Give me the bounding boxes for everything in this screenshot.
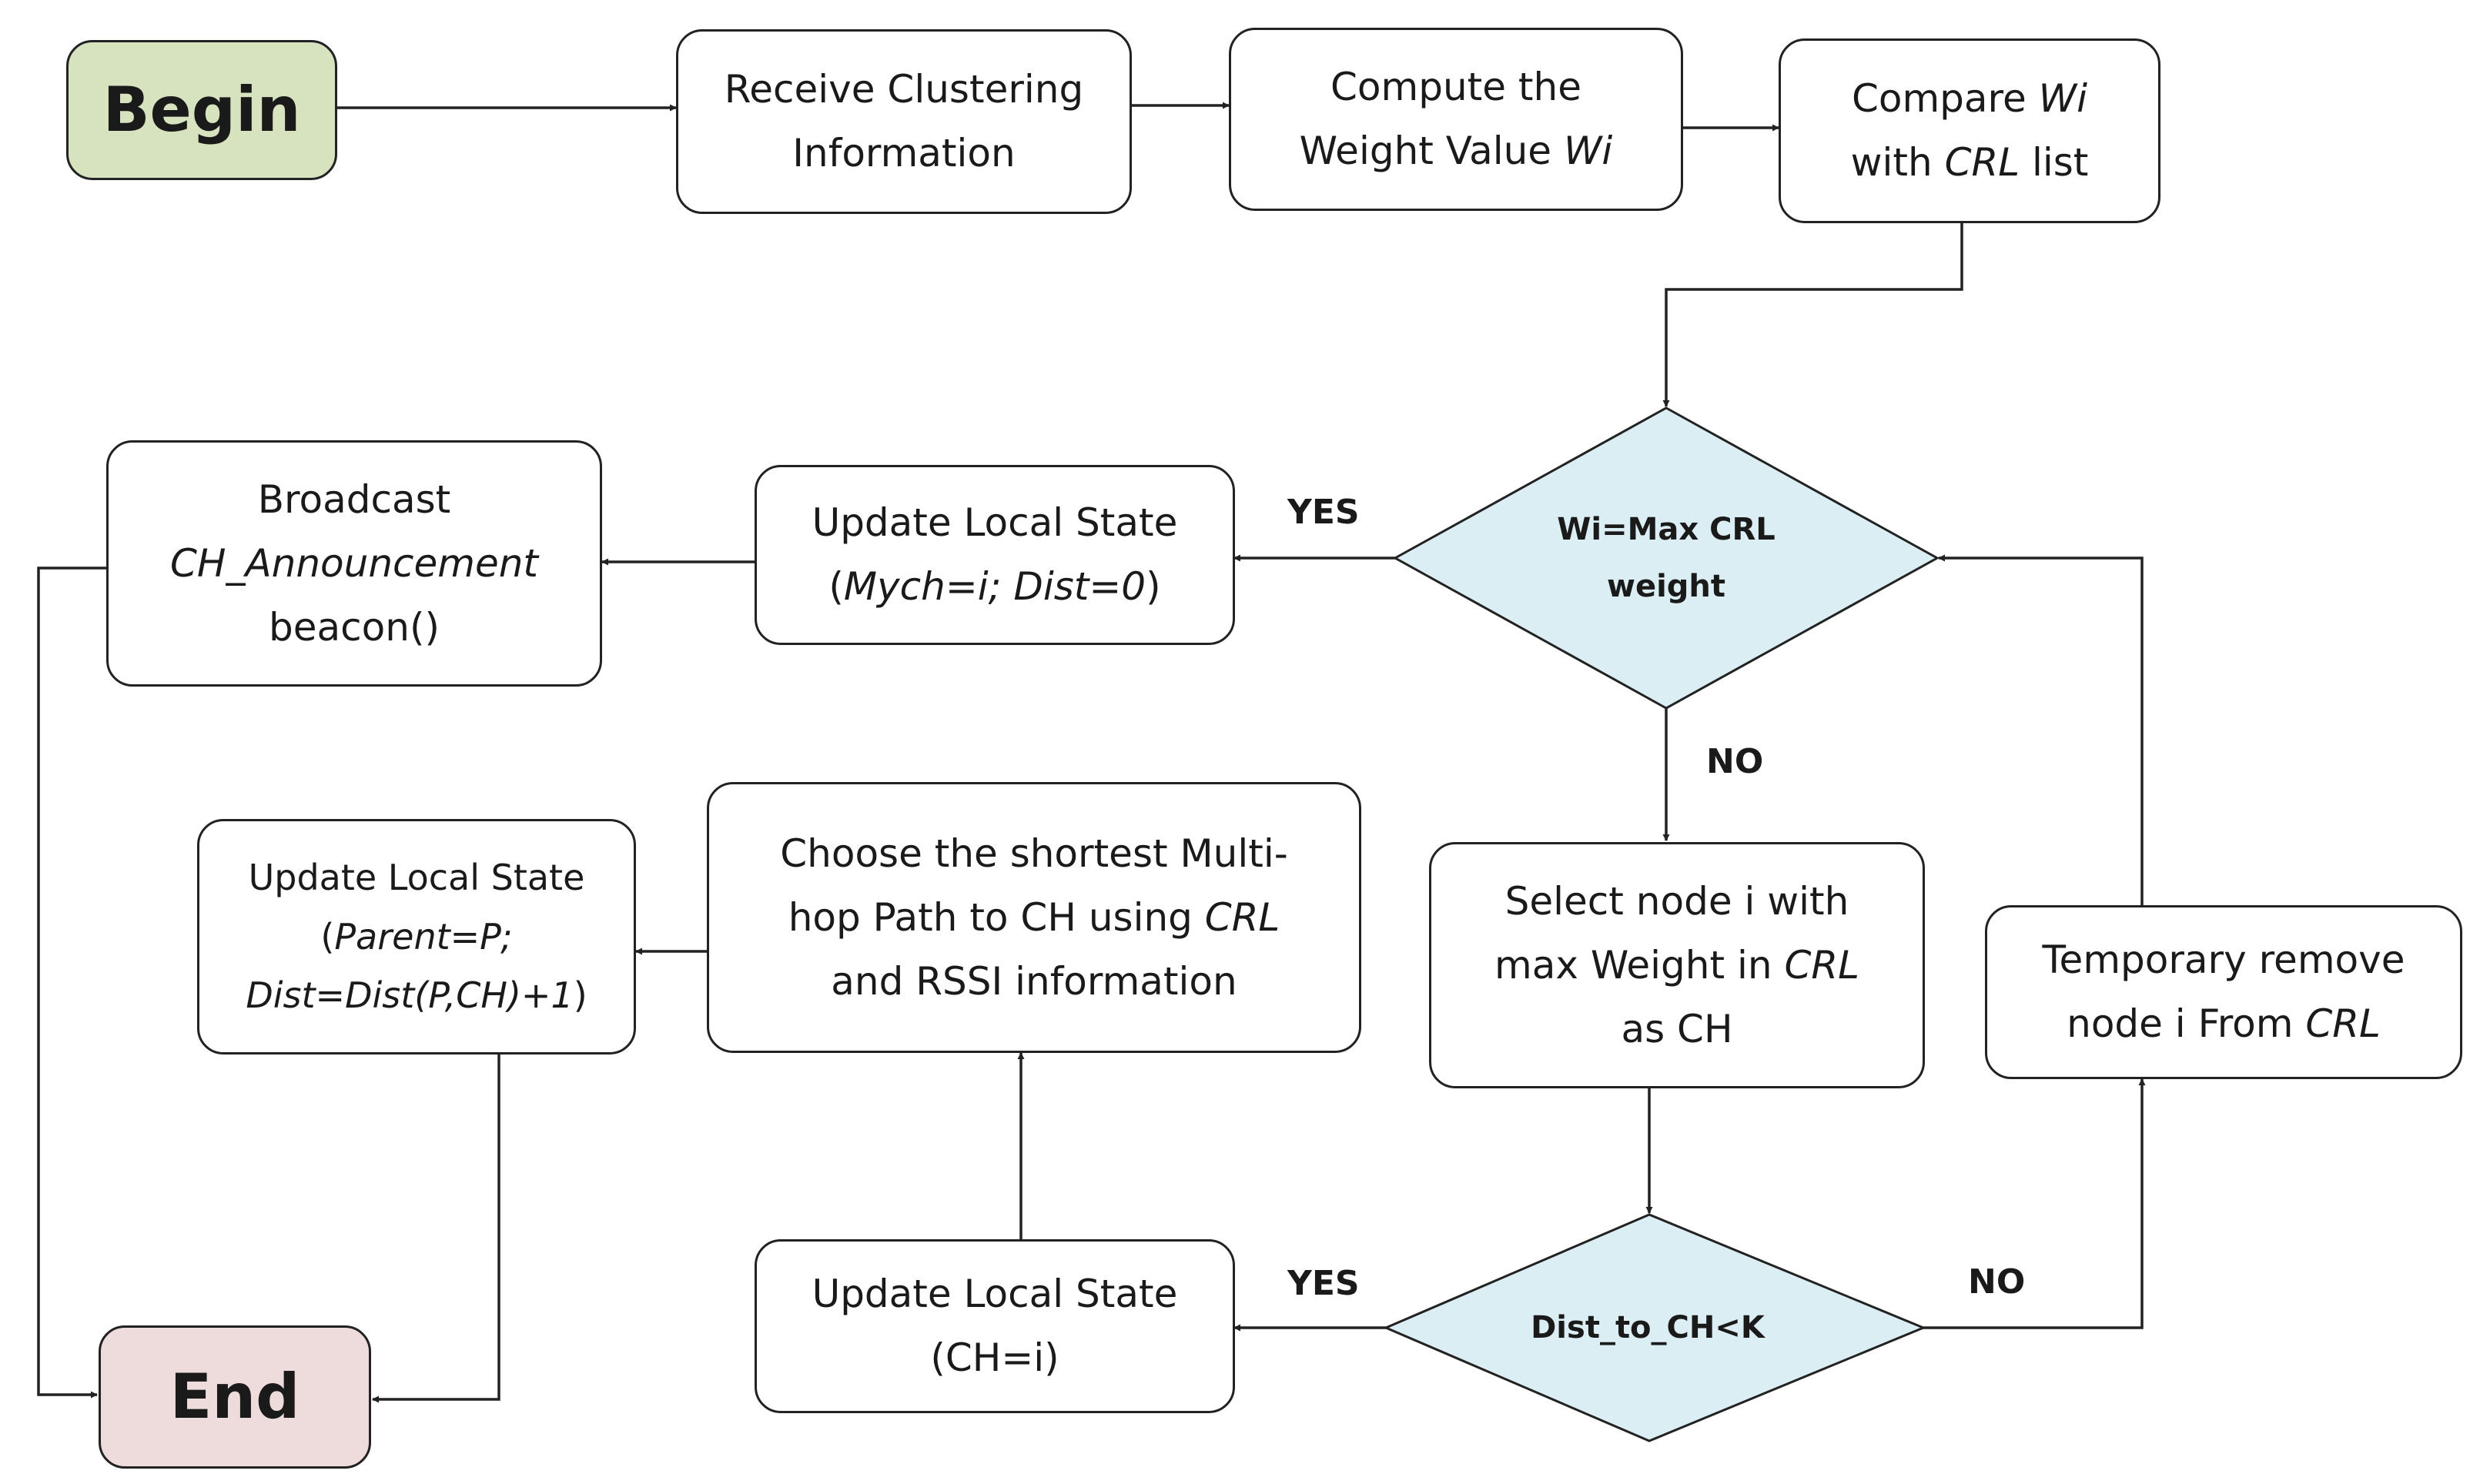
update-parent-line-1: Update Local State — [248, 857, 585, 899]
update-self-line-1: Update Local State — [812, 500, 1178, 545]
compare-line-2: with CRL list — [1851, 131, 2089, 195]
broadcast-line-1: Broadcast — [257, 476, 451, 522]
remove-line-1: Temporary remove — [2042, 938, 2405, 982]
compare-line-1-wi: Wi — [2038, 76, 2088, 121]
temporary-remove-box: Temporary remove node i From CRL — [1985, 905, 2462, 1079]
compute-weight-box: Compute the Weight Value Wi — [1229, 28, 1683, 211]
update-self-values: Mych=i; Dist=0 — [843, 564, 1146, 609]
begin-label: Begin — [102, 74, 301, 145]
compute-line-2-text: Weight Value — [1299, 129, 1564, 173]
remove-line-2-crl: CRL — [2305, 1001, 2381, 1046]
arrow-decision-dist-no-to-remove — [1923, 1078, 2146, 1329]
select-line-3: as CH — [1621, 1006, 1733, 1051]
select-line-2-text: max Weight in — [1494, 942, 1785, 988]
decision-dist-label: Dist_to_CH<K — [1448, 1293, 1848, 1362]
update-state-parent-box: Update Local State (Parent=P; Dist=Dist(… — [197, 819, 636, 1055]
compare-line-2-with: with — [1850, 140, 1945, 185]
broadcast-line-2: CH_Announcement — [169, 540, 539, 586]
decision-dist-line-1: Dist_to_CH<K — [1531, 1310, 1765, 1345]
choose-line-3: and RSSI information — [831, 958, 1237, 1004]
arrow-broadcast-to-end — [37, 567, 106, 1399]
choose-line-2: hop Path to CH using CRL — [788, 886, 1280, 950]
compare-line-2-crl: CRL — [1944, 140, 2020, 185]
choose-path-box: Choose the shortest Multi- hop Path to C… — [707, 782, 1361, 1053]
arrow-remove-to-decision-max — [1938, 554, 2144, 905]
update-parent-line-3: Dist=Dist(P,CH)+1) — [246, 966, 587, 1024]
broadcast-line-3: beacon() — [269, 604, 440, 650]
update-self-paren-close: ) — [1146, 564, 1161, 609]
receive-clustering-box: Receive Clustering Information — [676, 29, 1132, 214]
update-parent-paren-close: ) — [573, 974, 587, 1017]
arrow-compare-to-decision — [1662, 223, 1963, 407]
edge-label-no-down: NO — [1706, 742, 1764, 781]
begin-terminal: Begin — [66, 40, 337, 180]
update-state-ch-box: Update Local State (CH=i) — [755, 1239, 1235, 1413]
select-line-2-crl: CRL — [1784, 942, 1859, 988]
choose-line-2-crl: CRL — [1204, 894, 1280, 940]
update-self-paren-open: ( — [828, 564, 844, 609]
update-parent-dist: Dist=Dist(P,CH)+1 — [246, 974, 574, 1017]
compare-crl-box: Compare Wi with CRL list — [1779, 38, 2160, 223]
update-ch-line-1: Update Local State — [812, 1272, 1178, 1316]
edge-label-yes-top: YES — [1287, 493, 1360, 532]
decision-max-line-1: Wi=Max CRL — [1557, 512, 1776, 547]
select-node-box: Select node i with max Weight in CRL as … — [1429, 842, 1925, 1088]
compare-line-1: Compare Wi — [1852, 67, 2087, 131]
decision-max-line-2: weight — [1606, 569, 1726, 604]
decision-dist-shape — [1383, 1213, 1926, 1442]
compare-line-2-list: list — [2020, 140, 2089, 185]
compute-line-2: Weight Value Wi — [1300, 119, 1613, 183]
update-parent-parent: Parent=P; — [334, 915, 513, 958]
broadcast-announcement-box: Broadcast CH_Announcement beacon() — [106, 440, 602, 687]
choose-line-1: Choose the shortest Multi- — [780, 831, 1288, 876]
compute-line-2-wi: Wi — [1563, 129, 1613, 173]
update-state-self-box: Update Local State (Mych=i; Dist=0) — [755, 465, 1235, 645]
choose-line-2-text: hop Path to CH using — [788, 894, 1205, 940]
update-parent-line-2: (Parent=P; — [320, 907, 512, 966]
compute-line-1: Compute the — [1330, 65, 1581, 109]
update-ch-line-2: (CH=i) — [930, 1335, 1059, 1380]
update-self-line-2: (Mych=i; Dist=0) — [828, 555, 1160, 619]
remove-line-2: node i From CRL — [2067, 992, 2381, 1056]
update-parent-paren-open: ( — [320, 915, 335, 958]
edge-label-yes-bottom: YES — [1287, 1264, 1360, 1303]
compare-line-1-text: Compare — [1851, 76, 2039, 121]
select-line-2: max Weight in CRL — [1494, 934, 1859, 998]
arrow-update-parent-to-end — [372, 1055, 500, 1403]
end-terminal: End — [99, 1325, 371, 1469]
receive-line-2: Information — [792, 131, 1016, 175]
remove-line-2-text: node i From — [2067, 1001, 2306, 1046]
decision-max-crl-label: Wi=Max CRL weight — [1463, 477, 1869, 639]
edge-label-no-right: NO — [1968, 1262, 2026, 1302]
receive-line-1: Receive Clustering — [724, 67, 1084, 112]
select-line-1: Select node i with — [1504, 878, 1849, 924]
end-label: End — [169, 1361, 300, 1432]
